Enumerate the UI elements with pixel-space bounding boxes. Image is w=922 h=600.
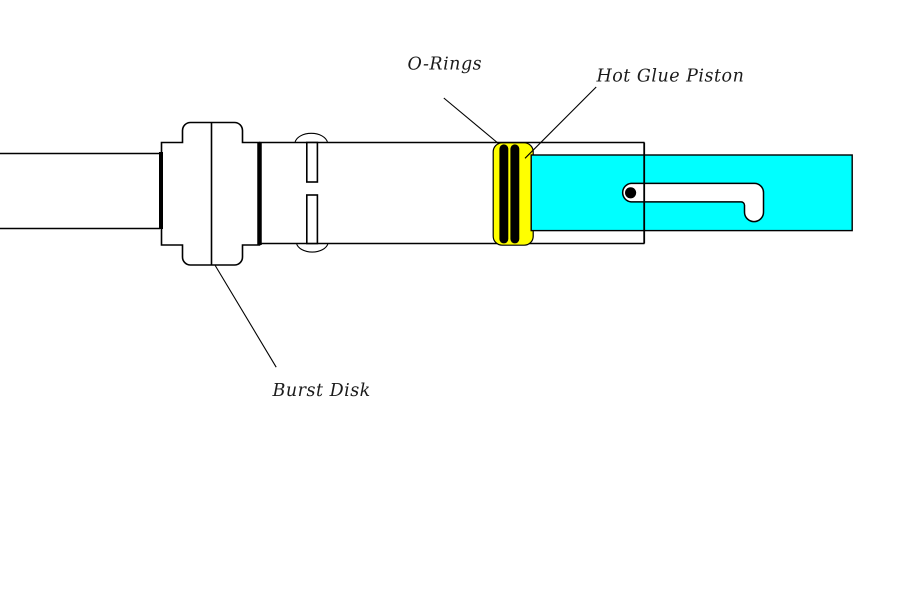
retaining-pin-top-cap	[294, 132, 329, 143]
main-pipe	[259, 141, 645, 245]
o-rings-label: O-Rings	[408, 55, 483, 75]
retaining-pin-lower-shaft	[305, 194, 319, 245]
annotation-labels: O-Rings Hot Glue Piston Burst Disk	[272, 55, 745, 402]
hot-glue-piston-label: Hot Glue Piston	[596, 67, 745, 87]
main-pipe-walls	[259, 141, 645, 245]
leader-lines	[214, 86, 597, 368]
o-ring-2	[510, 144, 520, 244]
burst-disk-leader-line	[214, 265, 277, 368]
piston-hook-slot	[621, 182, 765, 223]
o-rings-leader-line	[443, 97, 500, 145]
o-ring-housing	[492, 142, 534, 246]
burst-disk-label: Burst Disk	[272, 381, 371, 401]
o-ring-1	[499, 144, 509, 244]
supply-pipe	[0, 152, 160, 230]
supply-pipe-walls	[0, 152, 160, 230]
piston-pin-dot	[625, 187, 637, 199]
hot-glue-piston-leader-line	[524, 86, 597, 159]
retaining-pin	[294, 132, 329, 253]
retaining-pin-upper-shaft	[305, 141, 319, 183]
retaining-pin-bottom-cap	[295, 243, 329, 253]
hot-glue-piston	[530, 154, 853, 232]
